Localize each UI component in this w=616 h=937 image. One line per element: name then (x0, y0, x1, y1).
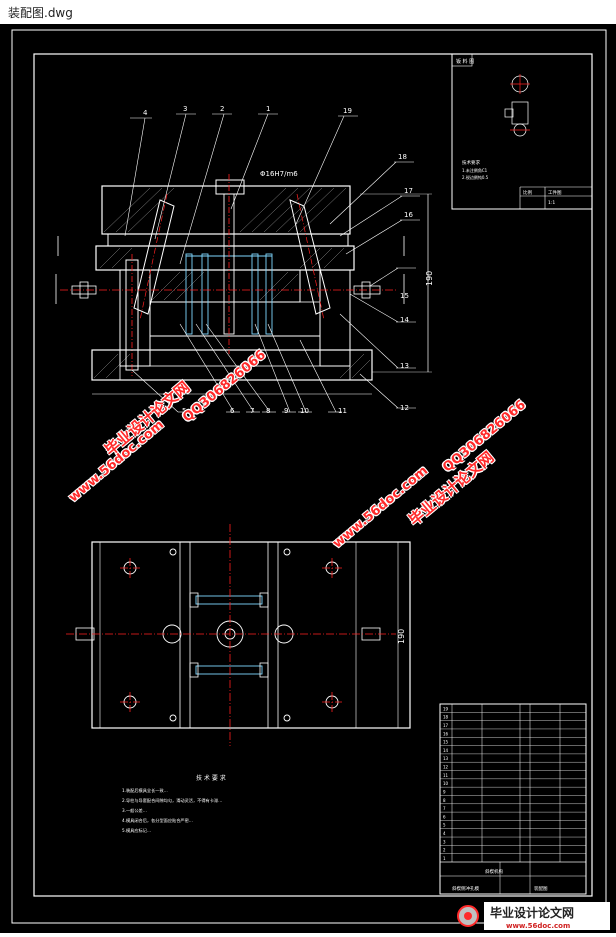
parts-list-item-number: 8 (443, 798, 446, 803)
parts-list-item-number: 18 (443, 715, 449, 720)
note-2: 2.导柱与导套配合间隙均匀，滑动灵活，不得有卡滞… (122, 797, 222, 804)
part-label-17: 17 (404, 187, 413, 195)
part-label-13: 13 (400, 362, 409, 370)
outer-border (11, 29, 607, 924)
part-label-4: 4 (143, 109, 148, 117)
note-1: 1.装配后模具全长一致… (122, 787, 168, 794)
parts-list-item-number: 11 (443, 773, 449, 778)
inset-scale: 比例 (523, 189, 532, 196)
parts-list-item-number: 3 (443, 839, 446, 844)
part-label-2: 2 (220, 105, 224, 113)
part-label-9: 9 (284, 407, 288, 415)
parts-list-item-number: 19 (443, 706, 449, 711)
logo-watermark: 毕业设计论文网 www.56doc.com (457, 902, 610, 930)
title-block-right: 装配图 (534, 885, 548, 892)
inner-frame (33, 53, 593, 897)
inset-frame (451, 53, 593, 210)
part-label-1: 1 (266, 105, 270, 113)
inset-name: 工件图 (548, 189, 562, 196)
inset-notes-title: 技术要求 (462, 159, 480, 166)
parts-list-item-number: 10 (443, 781, 449, 786)
inset-code: 1:1 (548, 200, 555, 206)
logo-url: www.56doc.com (506, 922, 570, 930)
parts-list-item-number: 15 (443, 740, 449, 745)
inset-part-view (504, 74, 530, 137)
part-label-6: 6 (230, 407, 235, 415)
window-titlebar: 装配图.dwg (0, 0, 616, 24)
parts-list: 19 18 17 16 15 14 13 12 11 10 9 8 7 6 5 4 3 2 1 (439, 703, 587, 895)
title-block-name: 斜楔机构 (485, 868, 503, 875)
part-label-15: 15 (400, 292, 409, 300)
note-3: 3.一般公差… (122, 807, 147, 814)
part-label-5: 5 (182, 407, 186, 415)
parts-list-item-number: 7 (443, 806, 446, 811)
parts-list-item-number: 1 (443, 856, 446, 861)
part-label-10: 10 (300, 407, 309, 415)
drawing-canvas[interactable]: 钣 料 图 技术要求 1.未注倒角C1 2.锐边倒钝0.5 比例 工件图 1:1 (0, 24, 616, 933)
part-label-11: 11 (338, 407, 347, 415)
note-5: 5.模具应标记… (122, 827, 151, 834)
title-block-left: 斜楔侧冲孔模 (452, 885, 479, 892)
parts-list-item-number: 12 (443, 765, 449, 770)
inset-label: 钣 料 图 (456, 58, 474, 65)
parts-list-item-number: 5 (443, 823, 446, 828)
logo-brand: 毕业设计论文网 (490, 905, 574, 920)
top-leaders (124, 113, 358, 265)
parts-list-item-number: 4 (443, 831, 446, 836)
notes-title: 技 术 要 求 (196, 774, 226, 782)
plan-view (66, 524, 411, 746)
note-4: 4.模具闭合后，各分型面应贴合严密… (122, 817, 193, 824)
parts-list-item-number: 9 (443, 789, 446, 794)
part-label-19: 19 (343, 107, 352, 115)
cad-drawing[interactable]: 钣 料 图 技术要求 1.未注倒角C1 2.锐边倒钝0.5 比例 工件图 1:1 (0, 24, 616, 933)
fit-note: Φ16H7/m6 (260, 170, 298, 178)
part-label-18: 18 (398, 153, 407, 161)
part-label-3: 3 (183, 105, 187, 113)
parts-list-item-number: 13 (443, 756, 449, 761)
parts-list-item-number: 6 (443, 814, 446, 819)
inset-title-block (519, 186, 592, 209)
part-label-14: 14 (400, 316, 409, 324)
part-label-8: 8 (266, 407, 270, 415)
parts-list-item-number: 14 (443, 748, 449, 753)
part-label-7: 7 (250, 407, 254, 415)
part-label-12: 12 (400, 404, 409, 412)
parts-list-item-number: 2 (443, 848, 446, 853)
bottom-leaders (131, 323, 342, 413)
front-section-view (55, 174, 432, 395)
plan-height-dimension: 190 (397, 629, 406, 644)
inset-note-1: 1.未注倒角C1 (462, 167, 488, 173)
parts-list-item-number: 17 (443, 723, 449, 728)
height-dimension: 190 (425, 271, 434, 286)
right-leaders (329, 161, 420, 409)
window-title: 装配图.dwg (8, 6, 73, 20)
part-label-16: 16 (404, 211, 413, 219)
inset-note-2: 2.锐边倒钝0.5 (462, 174, 489, 180)
parts-list-item-number: 16 (443, 731, 449, 736)
